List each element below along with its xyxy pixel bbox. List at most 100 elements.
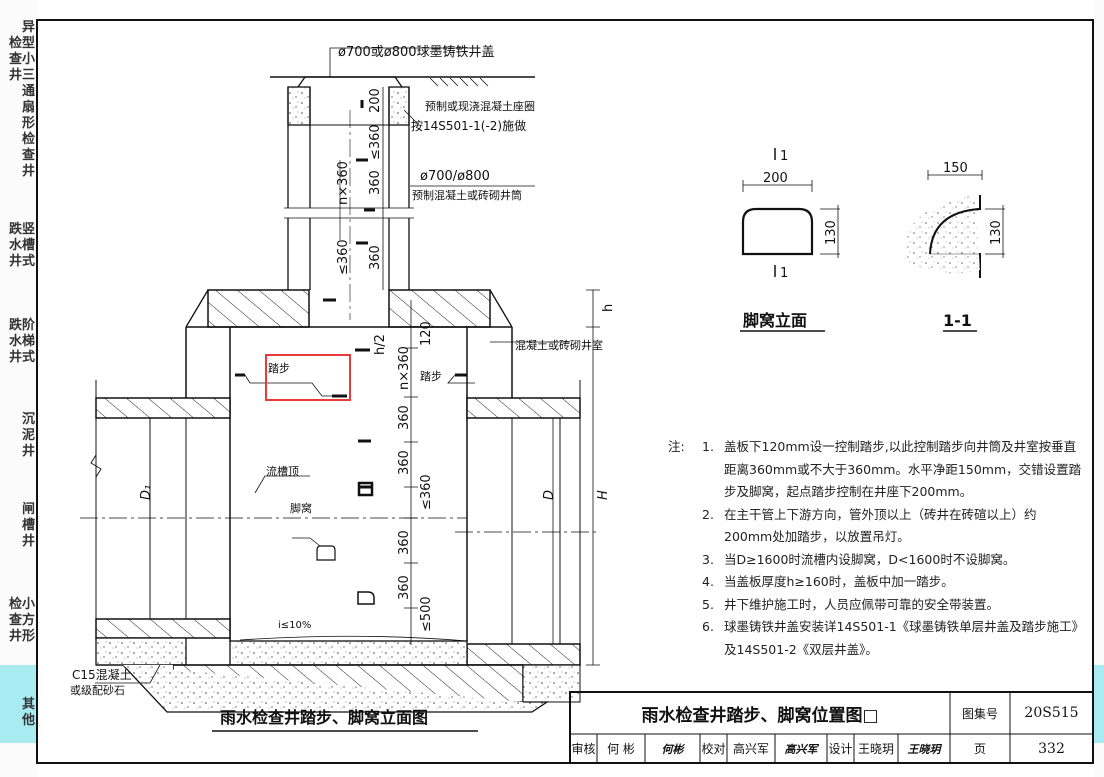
dim-200: 200 [368, 88, 383, 113]
sidebar-item-text: 其 [21, 697, 35, 712]
notes-label: 注: [668, 439, 685, 454]
channel-floor [229, 640, 468, 666]
dim-360: 360 [368, 170, 383, 195]
seat-ring-right [388, 86, 410, 126]
dim-360: 360 [397, 405, 412, 430]
note-number: 3. [702, 551, 714, 567]
sidebar-item-text: 水梯 [8, 334, 35, 349]
shaft-walls [287, 87, 410, 290]
section-title: 1-1 [943, 311, 972, 330]
notes-label [668, 571, 702, 594]
dim-h-half: h/2 [373, 334, 388, 355]
drawing-labels: ø700或ø800球墨铸铁井盖 预制或现浇混凝土座圈 按14S501-1(-2)… [70, 44, 616, 732]
dim-le500: ≤500 [419, 596, 434, 632]
left-pipe-bottom-wall [95, 618, 231, 639]
notes: 注:1.盖板下120mm设一控制踏步,以此控制踏步向井筒及井室按垂直距离360m… [668, 436, 1084, 661]
steps [235, 100, 467, 489]
check-label: 校对 [701, 742, 726, 756]
seat-ring-left [287, 86, 311, 126]
note-item: 3. 当D≥1600时流槽内设脚窝，D<1600时不设脚窝。 [668, 549, 1084, 572]
chamber-walls [185, 326, 513, 641]
sidebar-item-text: 槽 [21, 518, 35, 533]
shaft-label-2: 预制混凝土或砖砌井筒 [412, 188, 522, 202]
section-mark-bottom: 1 [780, 266, 788, 281]
sidebar-item-text: 井 [21, 534, 35, 549]
sidebar-item-text: 井 [21, 444, 35, 459]
sidebar-item-text: 检 [21, 132, 35, 147]
note-item: 6. 球墨铸铁井盖安装详14S501-1《球墨铸铁单层井盖及踏步施工》及14S50… [668, 616, 1084, 661]
notes-label [668, 504, 702, 549]
sidebar-item-text: 井形 [8, 629, 35, 644]
foothold-elevation-shape [741, 207, 814, 256]
slope-label: i≤10% [278, 620, 311, 631]
note-text: 盖板下120mm设一控制踏步,以此控制踏步向井筒及井室按垂直距离360mm或不大… [724, 439, 1082, 499]
left-pipe-base [95, 637, 187, 666]
cover-slab-left [207, 289, 310, 328]
sheet-frame [36, 19, 1094, 764]
sidebar-item-text: 形 [21, 116, 35, 131]
sidebar-item-text: 他 [21, 713, 35, 728]
dim-360: 360 [397, 575, 412, 600]
section-height: 130 [989, 220, 1004, 245]
foothold-1 [316, 545, 336, 561]
atlas-sidebar: 异检型查小井三通扇形检查井跌竖水槽井式跌阶水梯井式沉泥井闸槽井检小查方井形其他 [0, 0, 37, 777]
section-mark-top: 1 [780, 149, 788, 164]
detail-title: 脚窝立面 [743, 311, 807, 330]
sidebar-item-4[interactable]: 闸槽井 [22, 502, 35, 550]
step-label-right: 踏步 [420, 369, 442, 383]
manhole-cover [297, 76, 403, 88]
page-number: 332 [1038, 740, 1065, 757]
manhole-elevation [80, 47, 600, 713]
sidebar-item-text: 查 [21, 148, 35, 163]
note-number: 6. [702, 619, 714, 634]
notes-label [668, 616, 702, 661]
note-text: 当D≥1600时流槽内设脚窝，D<1600时不设脚窝。 [724, 551, 1016, 567]
right-pipe-bottom-wall [466, 643, 581, 666]
note-text: 球墨铸铁井盖安装详14S501-1《球墨铸铁单层井盖及踏步施工》及14S501-… [724, 619, 1078, 657]
channel-top-label: 流槽顶 [266, 464, 299, 478]
note-item: 5.井下维护施工时，人员应佩带可靠的安全带装置。 [668, 594, 1084, 617]
sidebar-item-1[interactable]: 跌竖水槽井式 [9, 222, 35, 270]
dim-360: 360 [397, 450, 412, 475]
sidebar-item-text: 井 [21, 164, 35, 179]
channel-step [357, 481, 374, 497]
dim-n360: n×360 [336, 161, 351, 205]
design-label: 设计 [828, 742, 853, 756]
sidebar-item-2[interactable]: 跌阶水梯井式 [9, 318, 35, 366]
note-item: 2.在主干管上下游方向，管外顶以上（砖井在砖碹以上）约200mm处加踏步，以放置… [668, 504, 1084, 549]
atlas-number: 20S515 [1024, 705, 1079, 721]
dim-360: 360 [397, 530, 412, 555]
seat-label-1: 预制或现浇混凝土座圈 [425, 99, 535, 113]
step-label-left: 踏步 [268, 361, 290, 375]
sidebar-item-5[interactable]: 检小查方井形 [9, 597, 35, 645]
base-label-2: 或级配砂石 [70, 684, 125, 697]
detail-height: 130 [824, 220, 839, 245]
sidebar-item-text: 通 [21, 84, 35, 99]
sidebar-item-text: 闸 [21, 502, 35, 517]
sidebar-item-3[interactable]: 沉泥井 [22, 412, 35, 460]
sidebar-item-0[interactable]: 异检型查小井三通扇形检查井 [9, 20, 35, 180]
sidebar-item-text: 水槽 [8, 238, 35, 253]
page-label: 页 [973, 742, 986, 756]
review-label: 审核 [571, 742, 596, 756]
notes-label [668, 594, 702, 617]
sidebar-item-text: 沉 [21, 412, 35, 427]
note-number: 5. [702, 596, 714, 612]
foothold-2 [357, 591, 375, 605]
sidebar-item-text: 跌竖 [8, 222, 35, 237]
foothold-label: 脚窝 [290, 501, 312, 515]
shaft-label-1: ø700/ø800 [420, 169, 490, 184]
shaft-break [284, 208, 414, 218]
sidebar-item-6[interactable]: 其他 [22, 697, 35, 729]
dim-n360: n×360 [397, 346, 412, 390]
sidebar-item-text: 检型 [8, 36, 35, 51]
section-width: 150 [943, 161, 968, 176]
note-item: 注:1.盖板下120mm设一控制踏步,以此控制踏步向井筒及井室按垂直距离360m… [668, 436, 1084, 504]
dim-D1: D₁ [139, 485, 154, 500]
dim-le360: ≤360 [419, 474, 434, 510]
sheet-title: 雨水检查井踏步、脚窝位置图□ [641, 705, 879, 726]
detail-width: 200 [763, 171, 788, 186]
dim-H: H [596, 490, 611, 500]
sidebar-item-text: 异 [21, 20, 35, 35]
